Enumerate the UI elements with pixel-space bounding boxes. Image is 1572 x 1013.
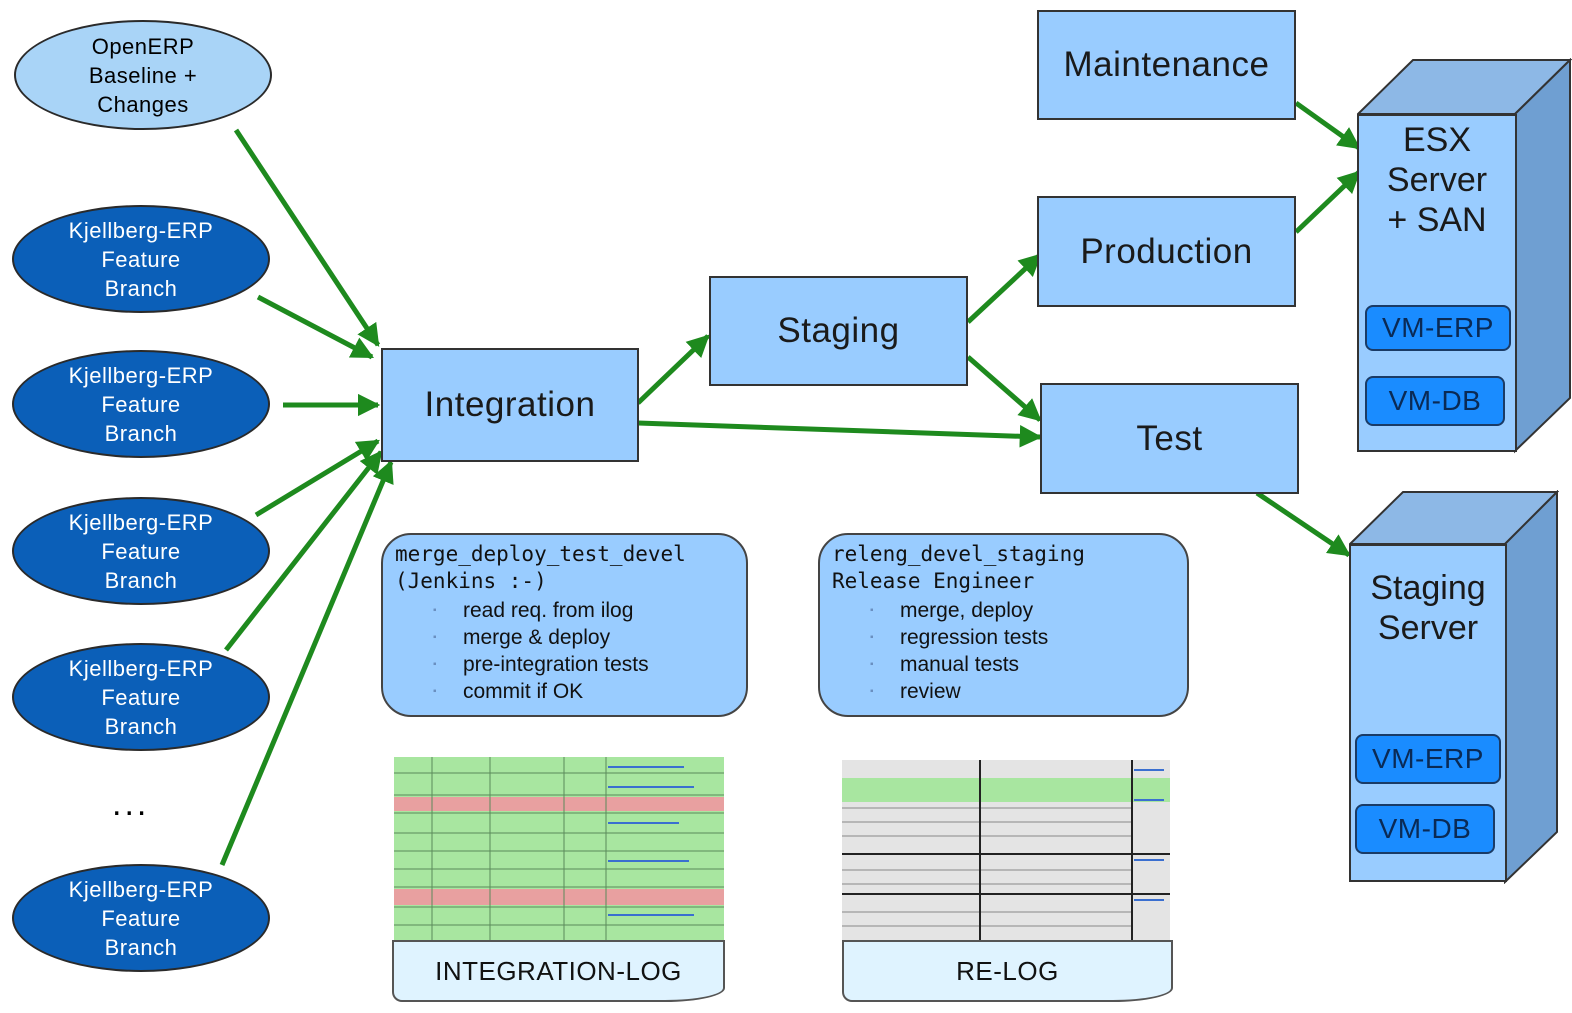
arrow-branch4-integration bbox=[224, 450, 383, 652]
release-log-thumbnail bbox=[842, 760, 1170, 940]
esx-server-label: ESX Server + SAN bbox=[1386, 121, 1488, 239]
arrow-integration-staging bbox=[636, 334, 710, 405]
arrow-test-staging-server bbox=[1255, 490, 1351, 558]
log-row-red bbox=[394, 889, 724, 905]
maintenance-box: Maintenance bbox=[1037, 10, 1296, 120]
staging-server-label: Staging Server bbox=[1370, 569, 1486, 647]
release-note: releng_devel_staging Release Engineer me… bbox=[818, 533, 1189, 717]
feature-branch-label: Kjellberg-ERP Feature Branch bbox=[68, 655, 214, 739]
feature-branch-node: Kjellberg-ERP Feature Branch bbox=[12, 643, 270, 751]
list-item: commit if OK bbox=[433, 678, 736, 705]
feature-branch-node: Kjellberg-ERP Feature Branch bbox=[12, 350, 270, 458]
arrow-integration-test bbox=[637, 420, 1043, 448]
log-row-red bbox=[394, 797, 724, 811]
log-row-lines bbox=[394, 757, 724, 940]
feature-branch-node: Kjellberg-ERP Feature Branch bbox=[12, 497, 270, 605]
integration-log-banner: INTEGRATION-LOG bbox=[392, 940, 725, 1002]
list-item: read req. from ilog bbox=[433, 597, 736, 624]
arrow-branch5-integration bbox=[219, 459, 394, 866]
list-item: regression tests bbox=[870, 624, 1177, 651]
list-item: review bbox=[870, 678, 1177, 705]
integration-box: Integration bbox=[381, 348, 639, 462]
log-row-lines bbox=[842, 760, 1170, 940]
log-row-green bbox=[842, 778, 1170, 802]
production-box: Production bbox=[1037, 196, 1296, 307]
arrow-staging-production bbox=[966, 253, 1042, 324]
more-branches-ellipsis: ... bbox=[112, 785, 150, 823]
arrow-staging-test bbox=[966, 355, 1042, 422]
esx-server: ESX Server + SAN VM-ERP VM-DB bbox=[1357, 58, 1572, 454]
feature-branch-label: Kjellberg-ERP Feature Branch bbox=[68, 876, 214, 960]
list-item: merge, deploy bbox=[870, 597, 1177, 624]
staging-vm-db: VM-DB bbox=[1355, 804, 1495, 854]
feature-branch-node: Kjellberg-ERP Feature Branch bbox=[12, 864, 270, 972]
integration-log-thumbnail bbox=[394, 757, 724, 940]
list-item: pre-integration tests bbox=[433, 651, 736, 678]
release-note-list: merge, deploy regression tests manual te… bbox=[832, 597, 1177, 705]
arrow-branch3-integration bbox=[254, 438, 380, 518]
arrow-production-esx bbox=[1294, 170, 1361, 234]
list-item: merge & deploy bbox=[433, 624, 736, 651]
staging-vm-erp: VM-ERP bbox=[1355, 734, 1501, 784]
test-box: Test bbox=[1040, 383, 1299, 494]
baseline-label: OpenERP Baseline + Changes bbox=[88, 33, 198, 117]
feature-branch-label: Kjellberg-ERP Feature Branch bbox=[68, 217, 214, 301]
staging-server: Staging Server VM-ERP VM-DB bbox=[1349, 490, 1559, 884]
arrow-baseline-integration bbox=[233, 128, 381, 347]
esx-vm-db: VM-DB bbox=[1365, 376, 1505, 426]
esx-vm-erp: VM-ERP bbox=[1365, 305, 1511, 351]
release-log-banner: RE-LOG bbox=[842, 940, 1173, 1002]
feature-branch-node: Kjellberg-ERP Feature Branch bbox=[12, 205, 270, 313]
feature-branch-label: Kjellberg-ERP Feature Branch bbox=[68, 509, 214, 593]
list-item: manual tests bbox=[870, 651, 1177, 678]
feature-branch-label: Kjellberg-ERP Feature Branch bbox=[68, 362, 214, 446]
baseline-node: OpenERP Baseline + Changes bbox=[14, 20, 272, 130]
arrow-maintenance-esx bbox=[1294, 100, 1361, 151]
staging-box: Staging bbox=[709, 276, 968, 386]
jenkins-note-list: read req. from ilog merge & deploy pre-i… bbox=[395, 597, 736, 705]
arrow-branch1-integration bbox=[256, 294, 374, 360]
release-note-title: releng_devel_staging Release Engineer bbox=[832, 542, 1085, 593]
jenkins-note-title: merge_deploy_test_devel (Jenkins :-) bbox=[395, 542, 686, 593]
jenkins-note: merge_deploy_test_devel (Jenkins :-) rea… bbox=[381, 533, 748, 717]
